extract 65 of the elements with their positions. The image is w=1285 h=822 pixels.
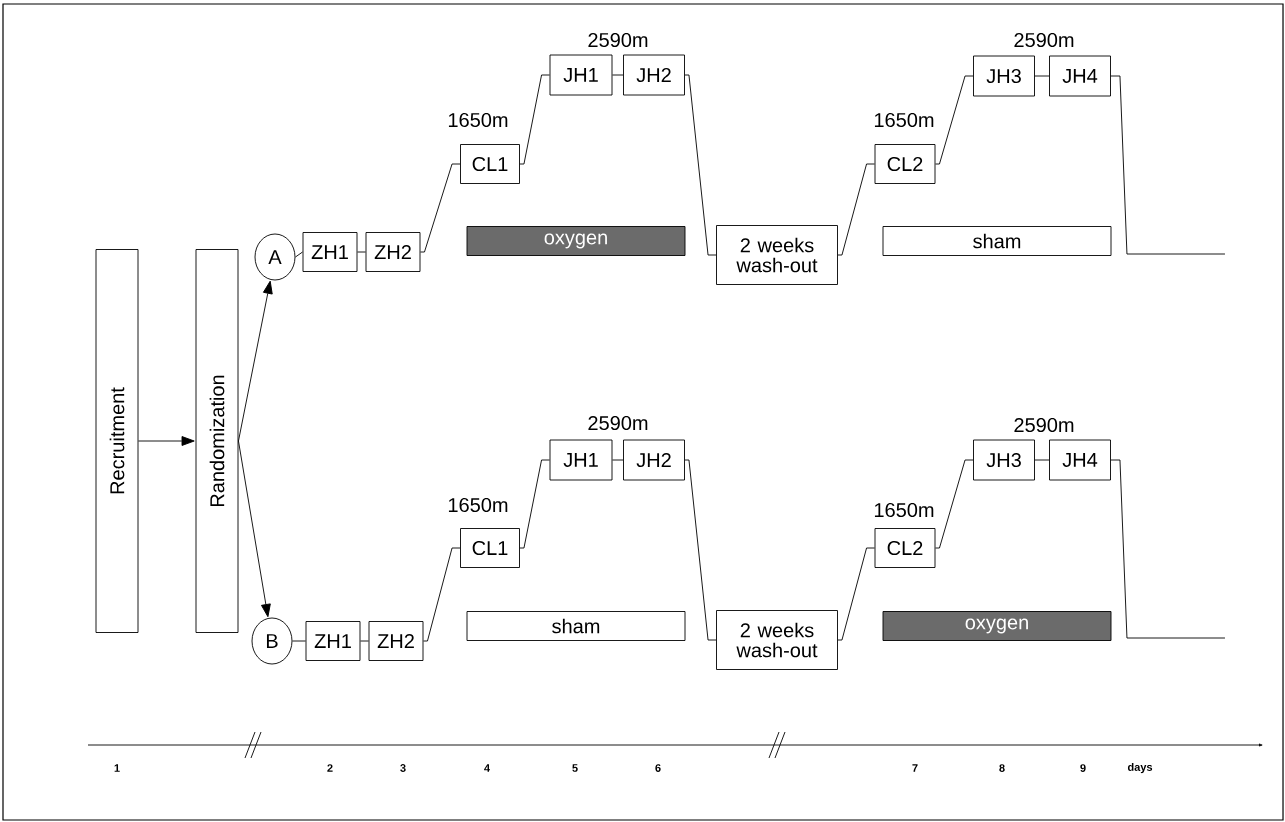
stay-box: ZH1 <box>302 232 358 272</box>
stay-box: CL2 <box>874 144 936 184</box>
treatment-bar: oxygen <box>466 226 686 256</box>
connector <box>837 547 875 641</box>
stay-box: JH2 <box>623 439 685 481</box>
stage-box: Recruitment <box>95 249 139 633</box>
stay-box: JH1 <box>549 439 613 481</box>
stay-box: 2 weeks wash-out <box>716 610 838 670</box>
connector <box>1034 459 1050 461</box>
axis-tick-label: 9 <box>1080 764 1086 772</box>
stay-box: JH4 <box>1049 55 1111 97</box>
altitude-label: 2590m <box>1014 417 1074 433</box>
altitude-label: 2590m <box>1014 32 1074 48</box>
connector <box>612 459 624 461</box>
connector <box>519 459 550 549</box>
altitude-label: 1650m <box>874 112 934 128</box>
axis-tick-label: 3 <box>400 764 406 772</box>
altitude-label: 2590m <box>588 415 648 431</box>
connector <box>238 280 273 442</box>
connector <box>357 251 366 253</box>
stay-box: JH3 <box>973 439 1035 481</box>
stay-box: ZH2 <box>368 621 424 661</box>
axis-tick-label: 2 <box>327 764 333 772</box>
treatment-bar: oxygen <box>882 611 1112 641</box>
axis-tick-label: 5 <box>572 764 578 772</box>
connector <box>1110 459 1226 639</box>
treatment-bar: sham <box>882 226 1112 256</box>
stay-box: JH1 <box>549 54 613 96</box>
axis-tick-label: 4 <box>484 764 490 772</box>
connector <box>238 440 271 618</box>
connector <box>935 75 974 165</box>
stage-box: Randomization <box>195 249 239 633</box>
connector <box>360 640 369 642</box>
stay-box: ZH2 <box>365 232 421 272</box>
stay-box: CL2 <box>874 528 936 568</box>
stay-box: JH2 <box>623 54 685 96</box>
axis-tick-label: 1 <box>114 764 120 772</box>
stay-box: CL1 <box>460 528 520 568</box>
connector <box>138 436 195 446</box>
connector <box>420 163 461 253</box>
axis-tick-label: 8 <box>999 764 1005 772</box>
altitude-label: 1650m <box>448 112 508 128</box>
connector <box>1110 75 1226 255</box>
altitude-label: 1650m <box>874 502 934 518</box>
connector <box>1034 75 1050 77</box>
connector <box>612 74 624 76</box>
treatment-bar: sham <box>466 611 686 641</box>
stay-box: ZH1 <box>305 621 361 661</box>
axis-tick-label: 6 <box>655 764 661 772</box>
stay-box: 2 weeks wash-out <box>716 225 838 285</box>
axis-tick-label: days <box>1127 762 1153 774</box>
connector <box>423 547 461 642</box>
connector <box>684 74 717 256</box>
connector <box>935 459 974 549</box>
axis-tick-label: 7 <box>912 764 918 772</box>
altitude-label: 2590m <box>588 32 648 48</box>
stay-box: JH4 <box>1049 439 1111 481</box>
altitude-label: 1650m <box>448 497 508 513</box>
connector <box>519 74 550 165</box>
connector <box>295 251 303 258</box>
stay-box: JH3 <box>973 55 1035 97</box>
connector <box>292 640 306 642</box>
connector <box>837 163 875 256</box>
connector <box>684 459 717 641</box>
stay-box: CL1 <box>460 144 520 184</box>
